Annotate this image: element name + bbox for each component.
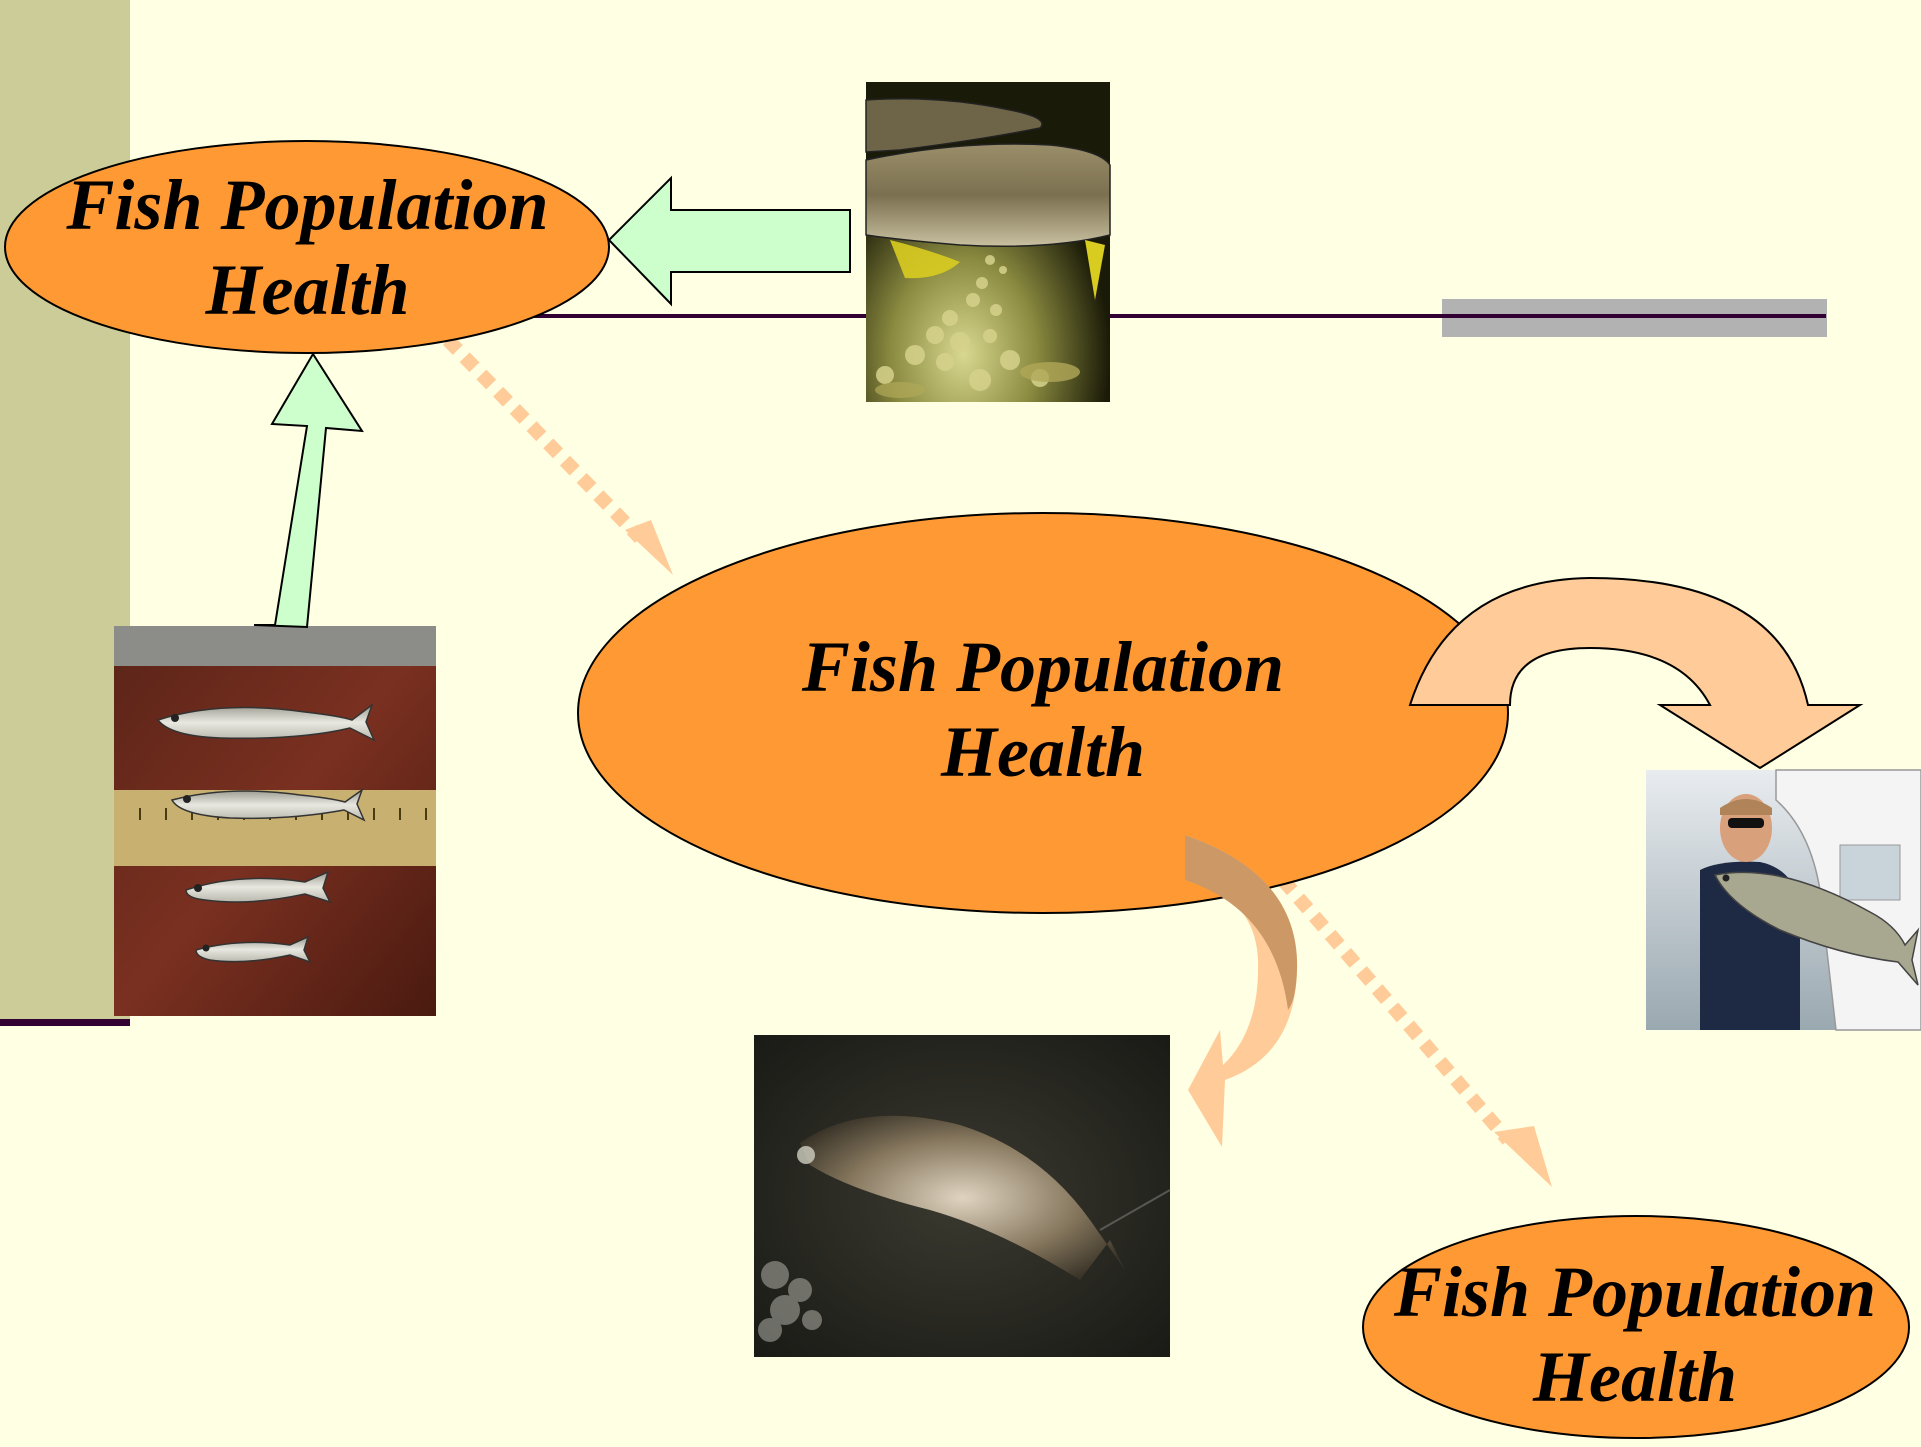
green-arrow-up <box>254 354 362 627</box>
spawning-fish-photo <box>866 82 1110 402</box>
sidebar-bottom-rule <box>0 1019 130 1026</box>
juvenile-fish-ruler-photo <box>114 626 436 1016</box>
dotted-arrow-to-bottom-right <box>1283 880 1552 1187</box>
dead-fish-photo <box>754 1035 1170 1357</box>
ellipse-top-left <box>5 141 609 353</box>
green-arrow-left <box>609 178 850 304</box>
sidebar-band <box>0 0 130 1022</box>
dotted-arrow-to-center <box>448 340 673 575</box>
ellipse-bottom-right <box>1363 1216 1909 1438</box>
angler-with-fish-photo <box>1646 770 1921 1030</box>
ellipse-center <box>578 513 1508 913</box>
